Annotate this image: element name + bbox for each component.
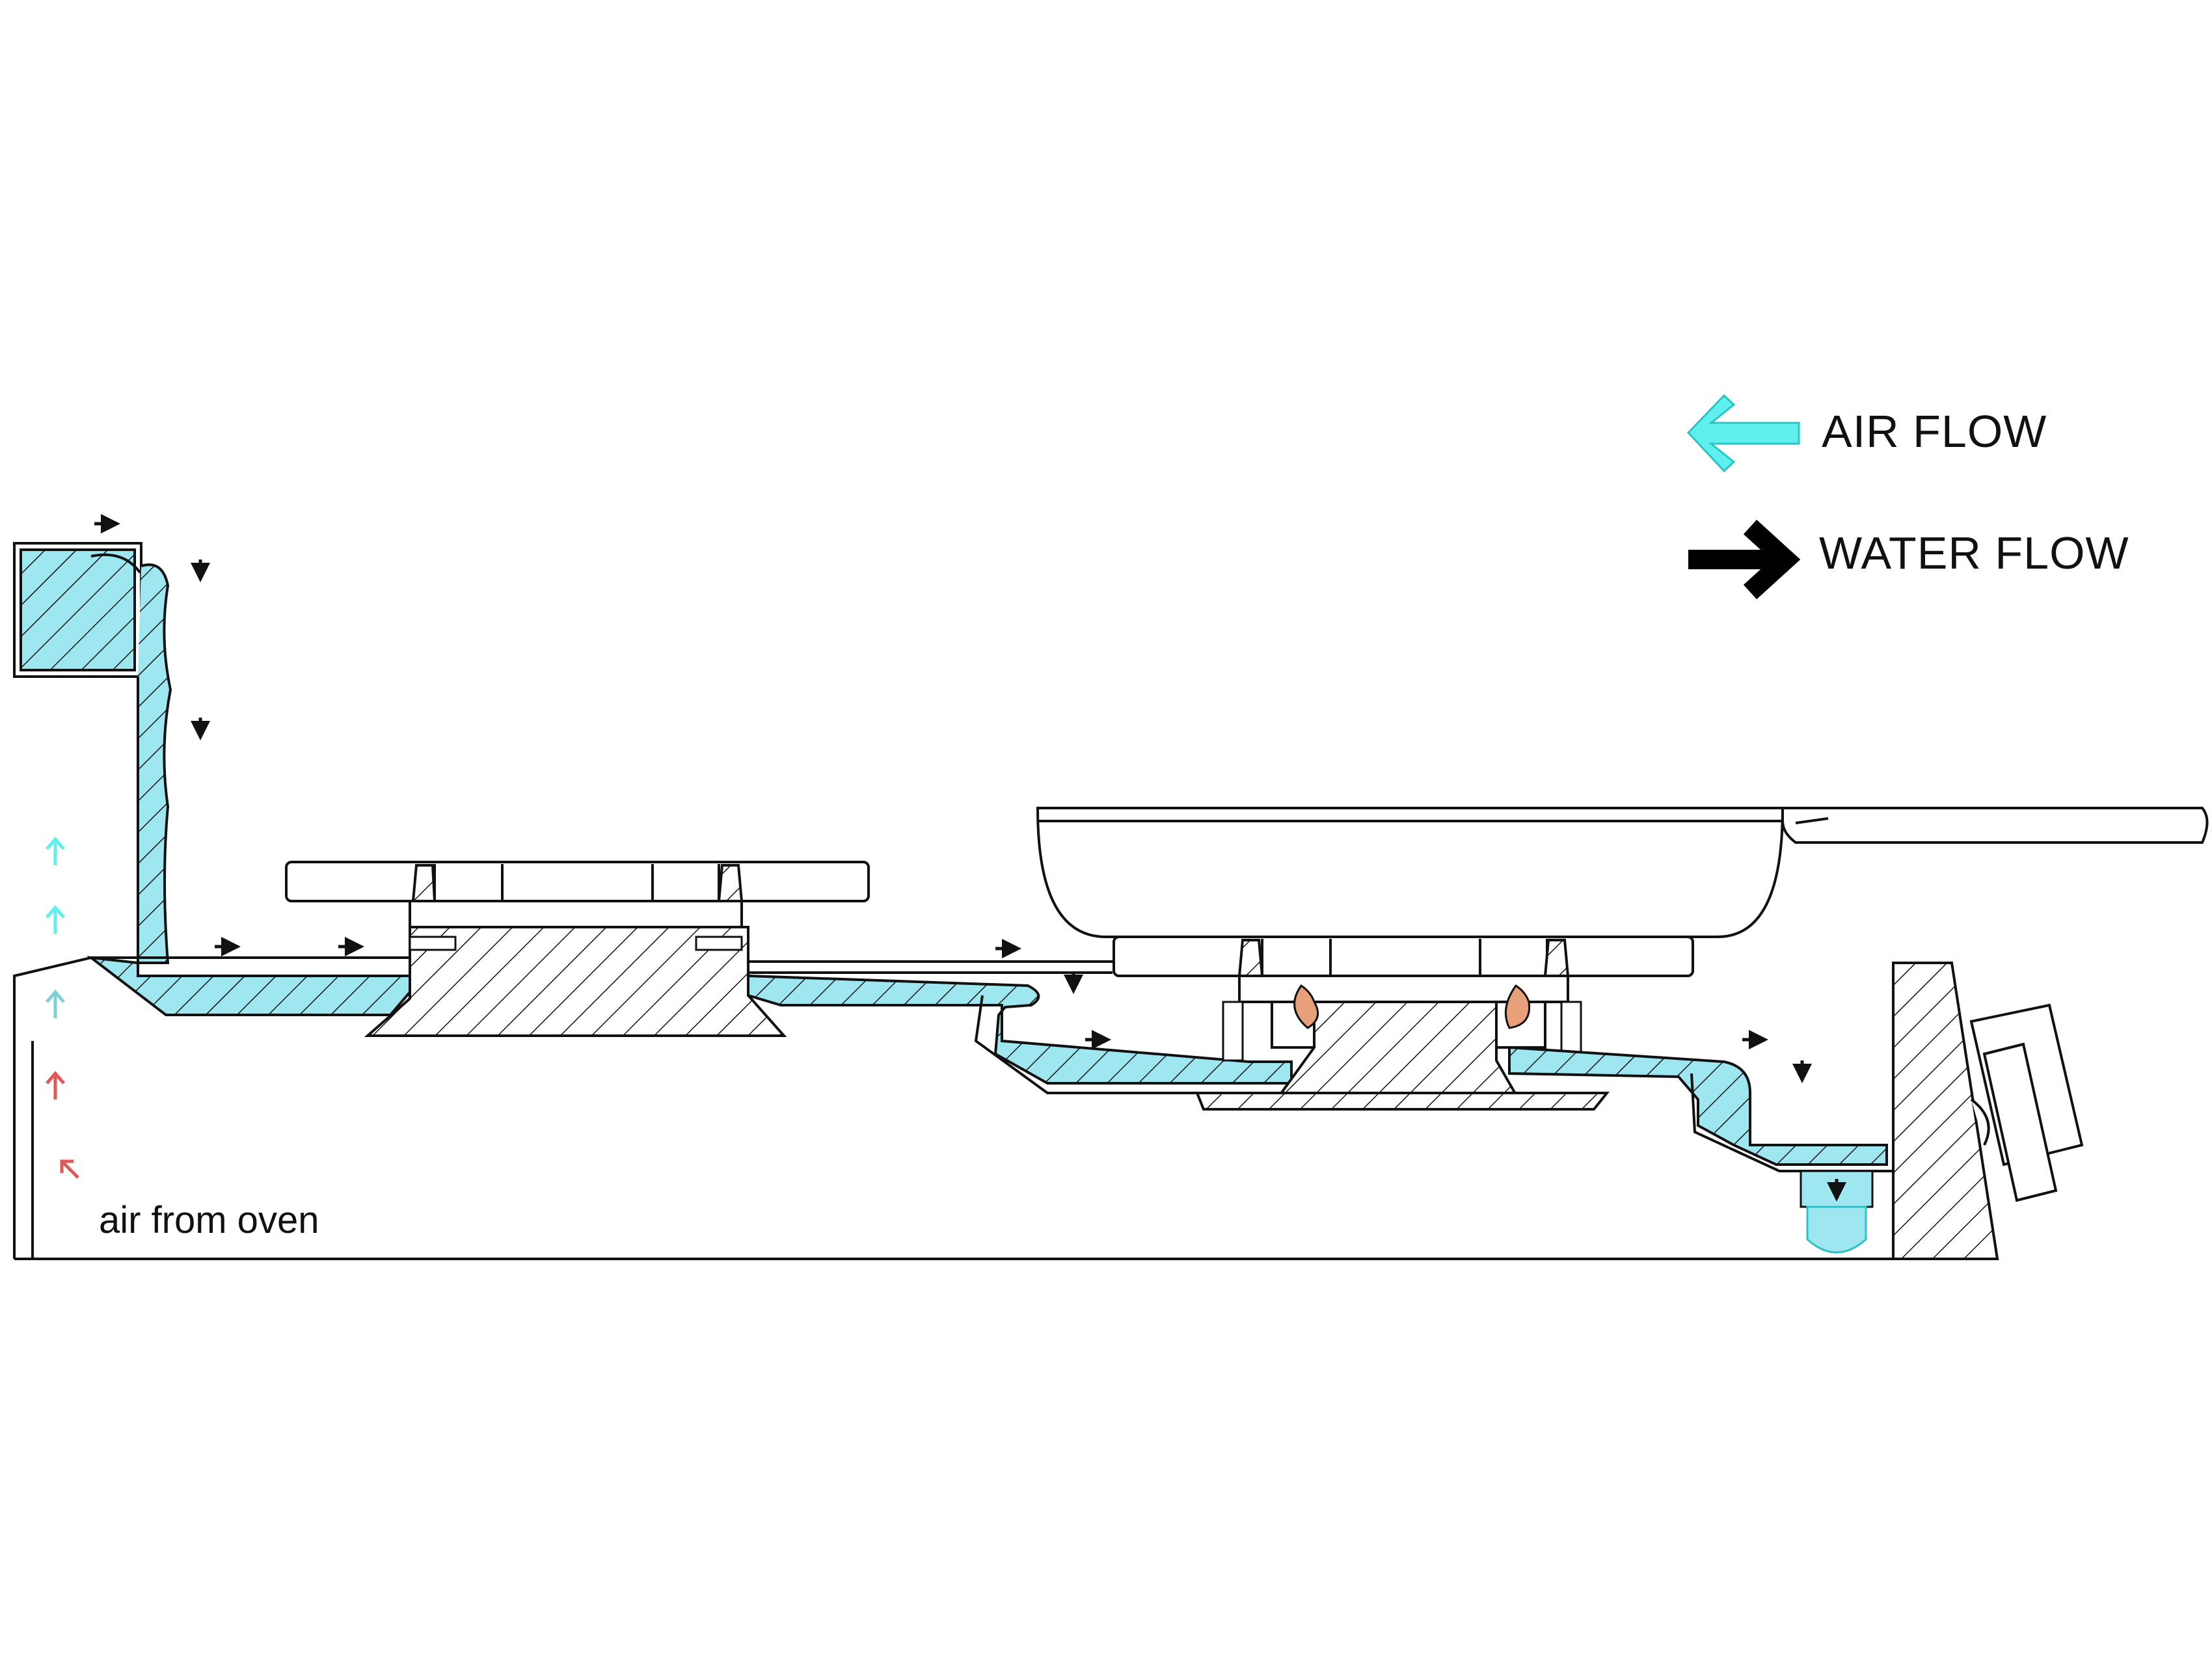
left-burner-body	[364, 864, 787, 1037]
water-reservoir	[13, 542, 142, 678]
air-flow-arrows	[46, 837, 79, 1179]
frying-pan	[1036, 807, 2209, 938]
water-channel-middle	[747, 960, 1295, 1094]
air-flow-legend-label: AIR FLOW	[1822, 406, 2047, 457]
control-knob	[1969, 1003, 2084, 1202]
air-from-oven-label: air from oven	[99, 1199, 319, 1241]
water-flow-arrows	[94, 514, 1846, 1202]
air-flow-legend-icon	[1686, 394, 1800, 473]
vertical-water-pipe	[137, 563, 172, 964]
left-burner-grate	[285, 861, 870, 902]
water-channel-left	[87, 956, 411, 1016]
burner-flame-icons	[1293, 984, 1531, 1029]
water-flow-legend-icon	[1688, 519, 1801, 600]
right-burner-grate	[1113, 936, 1694, 977]
right-hatched-wall	[1892, 962, 1999, 1260]
water-flow-legend-label: WATER FLOW	[1819, 528, 2129, 578]
